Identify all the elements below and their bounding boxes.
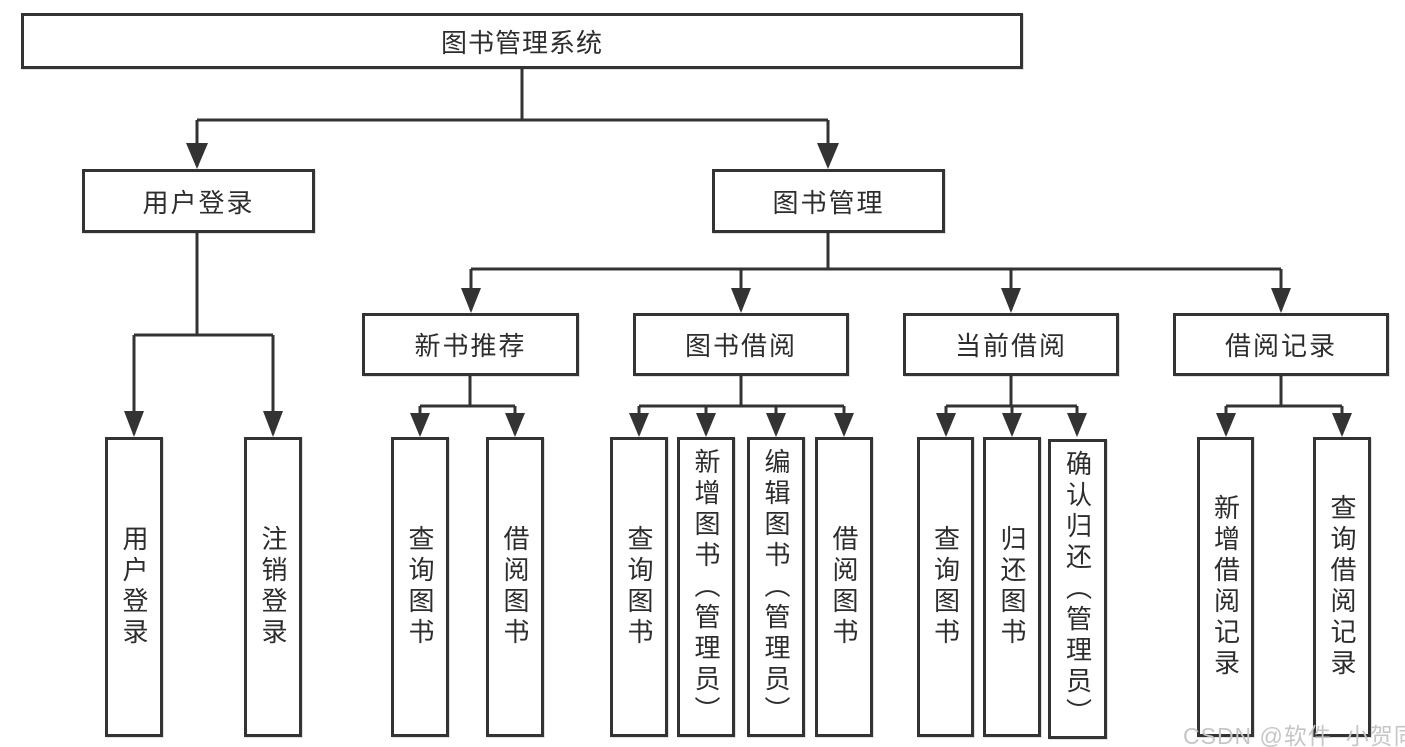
leaf-current-query-books-label: 查询图书 bbox=[930, 525, 961, 649]
leaf-current-query-books: 查询图书 bbox=[917, 437, 974, 737]
leaf-edit-book-admin: 编辑图书（管理员） bbox=[747, 437, 805, 737]
node-borrow-records-label: 借阅记录 bbox=[1224, 331, 1337, 361]
node-new-book-recommend: 新书推荐 bbox=[362, 313, 579, 376]
node-new-book-recommend-label: 新书推荐 bbox=[414, 331, 527, 361]
leaf-recommend-borrow-books: 借阅图书 bbox=[486, 437, 544, 737]
node-book-borrow-label: 图书借阅 bbox=[684, 331, 797, 361]
node-user-login: 用户登录 bbox=[82, 169, 315, 233]
leaf-confirm-return-admin-label: 确认归还（管理员） bbox=[1062, 449, 1093, 729]
leaf-user-login: 用户登录 bbox=[105, 437, 163, 737]
leaf-recommend-borrow-books-label: 借阅图书 bbox=[500, 525, 530, 649]
node-user-login-label: 用户登录 bbox=[142, 187, 255, 218]
connector-paths bbox=[132, 69, 1344, 434]
node-borrow-records: 借阅记录 bbox=[1173, 313, 1389, 376]
leaf-add-borrow-record: 新增借阅记录 bbox=[1197, 437, 1254, 737]
leaf-query-borrow-record: 查询借阅记录 bbox=[1313, 437, 1371, 737]
leaf-confirm-return-admin: 确认归还（管理员） bbox=[1048, 439, 1107, 739]
leaf-borrow-books: 借阅图书 bbox=[815, 437, 873, 737]
node-library-system: 图书管理系统 bbox=[21, 13, 1023, 69]
node-current-borrow-label: 当前借阅 bbox=[954, 331, 1067, 361]
leaf-borrow-query-books-label: 查询图书 bbox=[624, 525, 654, 649]
leaf-recommend-query-books: 查询图书 bbox=[391, 437, 449, 737]
leaf-add-book-admin: 新增图书（管理员） bbox=[677, 437, 735, 737]
leaf-recommend-query-books-label: 查询图书 bbox=[405, 525, 435, 649]
leaf-return-books: 归还图书 bbox=[983, 437, 1041, 737]
node-current-borrow: 当前借阅 bbox=[903, 313, 1119, 376]
leaf-edit-book-admin-label: 编辑图书（管理员） bbox=[761, 447, 791, 727]
node-book-management-label: 图书管理 bbox=[772, 187, 885, 218]
node-book-borrow: 图书借阅 bbox=[633, 313, 849, 376]
leaf-borrow-books-label: 借阅图书 bbox=[829, 525, 859, 649]
leaf-return-books-label: 归还图书 bbox=[997, 525, 1027, 649]
leaf-user-login-label: 用户登录 bbox=[119, 525, 149, 649]
node-library-system-label: 图书管理系统 bbox=[440, 27, 603, 58]
leaf-query-borrow-record-label: 查询借阅记录 bbox=[1327, 494, 1357, 680]
leaf-add-borrow-record-label: 新增借阅记录 bbox=[1210, 494, 1241, 680]
arrowheads bbox=[124, 143, 1352, 437]
leaf-borrow-query-books: 查询图书 bbox=[610, 437, 668, 737]
csdn-watermark: CSDN @软件_小贺同学 bbox=[1183, 723, 1405, 747]
leaf-logout: 注销登录 bbox=[244, 437, 302, 737]
node-book-management: 图书管理 bbox=[712, 169, 945, 233]
leaf-logout-label: 注销登录 bbox=[258, 525, 288, 649]
leaf-add-book-admin-label: 新增图书（管理员） bbox=[691, 447, 721, 727]
